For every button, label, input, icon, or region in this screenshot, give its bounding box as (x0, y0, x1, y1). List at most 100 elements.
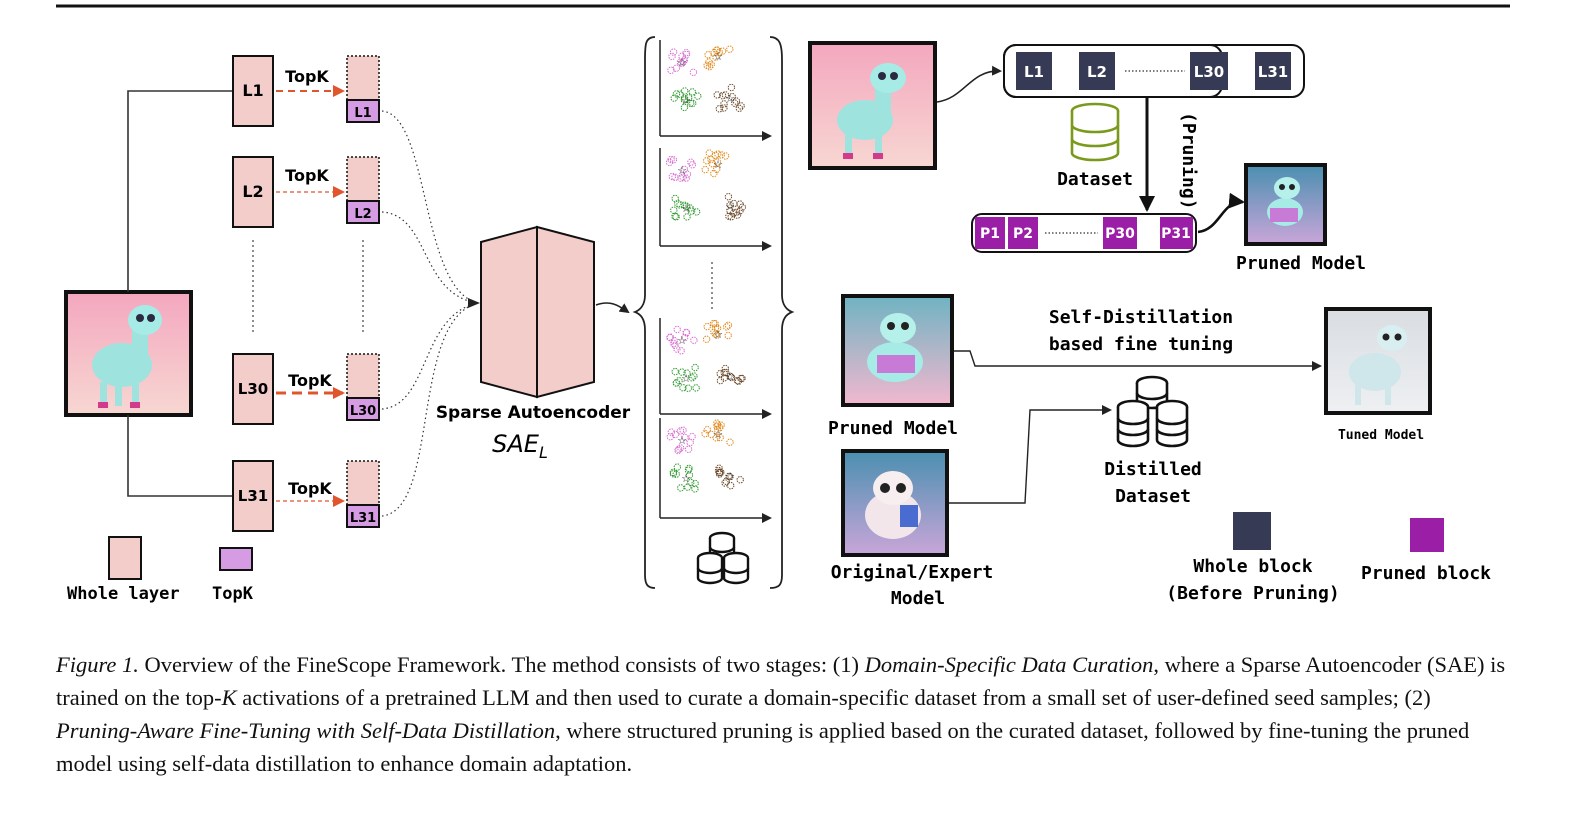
llama-input-image (64, 290, 193, 417)
whole-blocks-row: L1 L2 L30 L31 (1003, 44, 1291, 98)
cluster-point (684, 384, 692, 392)
cluster-point (670, 336, 678, 345)
cluster-point (710, 169, 718, 178)
legend-topk-label: TopK (212, 584, 254, 604)
legend-whole-block-label-2: (Before Pruning) (1166, 583, 1339, 604)
cluster-centroid-icon: ☆ (677, 334, 687, 347)
cluster-point (717, 421, 725, 429)
cluster-point (716, 470, 724, 478)
cluster-centroid-icon: ☆ (681, 472, 691, 485)
framework-diagram: L1 L2 L30 L31 TopK TopK TopK TopK L1 L2 … (56, 4, 1510, 609)
cluster-point (669, 156, 678, 164)
cluster-point (676, 58, 685, 66)
cluster-point (712, 434, 720, 442)
cluster-point (726, 206, 734, 215)
cluster-point (682, 174, 690, 182)
cluster-point (684, 483, 692, 491)
cluster-point (683, 170, 692, 179)
svg-text:L30: L30 (350, 404, 376, 419)
topk-layer-L1: L1 (346, 55, 380, 123)
cluster-point (671, 430, 680, 439)
cluster-plot: ☆☆☆☆ (659, 418, 772, 523)
cluster-point (691, 363, 699, 372)
whole-layer-L31: L31 (232, 460, 274, 532)
svg-text:L2: L2 (1087, 63, 1107, 81)
cluster-point (722, 368, 730, 377)
cluster-point (705, 58, 713, 66)
cluster-point (705, 62, 714, 71)
cluster-point (666, 333, 674, 342)
topk-label-1: TopK (285, 67, 329, 86)
cluster-point (728, 93, 736, 101)
pruned-blocks-row: P1 P2 P30 P31 (971, 213, 1197, 253)
svg-text:P30: P30 (1105, 226, 1135, 242)
cluster-point (732, 97, 741, 105)
cluster-point (686, 438, 694, 447)
cluster-point (710, 49, 718, 57)
cluster-point (692, 384, 700, 392)
cluster-point (731, 99, 739, 107)
cluster-point (691, 479, 699, 488)
cluster-point (716, 369, 724, 378)
cluster-point (727, 213, 735, 221)
cluster-point (701, 430, 709, 438)
cluster-point (713, 165, 721, 174)
cluster-point (715, 105, 723, 113)
cluster-point (668, 172, 676, 181)
cluster-point (711, 151, 720, 160)
cluster-point (685, 471, 694, 479)
cluster-point (702, 335, 711, 343)
cluster-point (679, 384, 687, 392)
caption-text-3: activations of a pretrained LLM and then… (236, 685, 1431, 710)
model-to-blocks-arrow (936, 65, 1002, 103)
legend-pruned-block-swatch (1410, 518, 1444, 552)
cluster-point (726, 438, 734, 446)
cluster-point (736, 207, 744, 215)
caption-text-4: , where structured pruning is applied ba… (56, 718, 1470, 776)
caption-emphasis-2: Pruning-Aware Fine-Tuning with Self-Data… (56, 718, 556, 743)
cluster-point (718, 47, 727, 55)
original-model-label-1: Original/Expert (831, 562, 994, 583)
cluster-point (720, 100, 728, 108)
cluster-point (688, 88, 696, 96)
cluster-point (671, 341, 679, 349)
cluster-point (675, 377, 683, 385)
cluster-point (668, 52, 676, 61)
cluster-point (677, 174, 685, 182)
cluster-point (683, 202, 691, 211)
topk-layer-L2: L2 (346, 156, 380, 224)
cluster-point (727, 482, 735, 490)
cluster-point (682, 50, 691, 59)
cluster-point (721, 479, 729, 487)
cluster-point (677, 444, 685, 452)
svg-text:L1: L1 (1024, 63, 1044, 81)
cluster-point (687, 99, 695, 107)
database-stack-icon (696, 531, 750, 585)
cluster-centroid-icon: ☆ (677, 434, 687, 447)
cluster-point (669, 468, 677, 477)
cluster-point (726, 473, 734, 481)
cluster-point (685, 94, 693, 102)
cluster-point (680, 201, 689, 210)
cluster-centroid-icon: ☆ (725, 200, 735, 213)
cluster-point (672, 379, 681, 387)
cluster-point (671, 194, 679, 203)
cluster-point (710, 328, 718, 336)
cluster-point (684, 466, 693, 474)
sae-input-arrowhead (468, 298, 480, 308)
cluster-point (738, 374, 746, 383)
sae-symbol: SAEL (492, 430, 548, 462)
cluster-point (714, 466, 723, 475)
cluster-point (670, 339, 678, 348)
cluster-point (733, 211, 742, 219)
cluster-point (712, 46, 721, 54)
cluster-point (671, 173, 679, 182)
self-distillation-line-2: based fine tuning (1049, 334, 1233, 355)
cluster-point (679, 426, 687, 434)
cluster-point (681, 433, 689, 442)
cluster-point (676, 201, 684, 209)
cluster-point (717, 151, 725, 159)
cluster-point (675, 445, 683, 453)
cluster-point (666, 433, 674, 441)
cluster-point (711, 320, 719, 328)
